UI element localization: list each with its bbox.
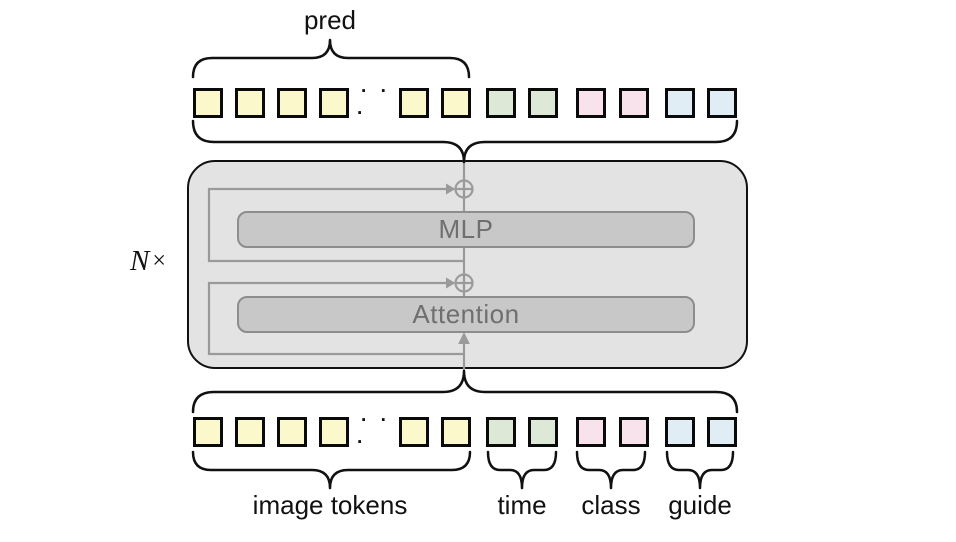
image-token xyxy=(399,417,429,447)
attention-label: Attention xyxy=(412,299,520,329)
image-token xyxy=(277,88,307,118)
guide-label: guide xyxy=(668,490,732,520)
image-token xyxy=(319,88,349,118)
guide-token xyxy=(707,417,737,447)
class-token xyxy=(576,417,606,447)
guide-token xyxy=(665,88,695,118)
guide-token xyxy=(707,88,737,118)
image-tokens-brace xyxy=(191,450,472,490)
repeat-count-label: N× xyxy=(130,245,166,278)
time-label: time xyxy=(497,490,547,520)
time-token xyxy=(528,88,558,118)
time-token xyxy=(486,417,516,447)
output-token-row: · · · xyxy=(0,81,956,124)
image-token xyxy=(277,417,307,447)
mlp-block: MLP xyxy=(237,211,695,248)
time-brace xyxy=(486,450,558,490)
guide-brace xyxy=(665,450,735,490)
times-icon: × xyxy=(152,248,166,274)
pred-label: pred xyxy=(303,5,357,35)
pred-brace xyxy=(191,38,471,79)
image-token xyxy=(399,88,429,118)
attention-block: Attention xyxy=(237,296,695,333)
repeat-n: N xyxy=(130,245,150,277)
image-token xyxy=(193,88,223,118)
transformer-block-box xyxy=(187,160,748,369)
time-token xyxy=(528,417,558,447)
time-token xyxy=(486,88,516,118)
input-token-row: · · · xyxy=(0,410,956,453)
image-token xyxy=(193,417,223,447)
input-gather-brace xyxy=(191,369,739,414)
class-token xyxy=(576,88,606,118)
ellipsis: · · · xyxy=(357,81,391,124)
class-label: class xyxy=(581,490,641,520)
ellipsis: · · · xyxy=(357,410,391,453)
guide-token xyxy=(665,417,695,447)
image-token xyxy=(235,88,265,118)
image-token xyxy=(441,417,471,447)
image-token xyxy=(319,417,349,447)
image-token xyxy=(235,417,265,447)
class-token xyxy=(619,417,649,447)
output-gather-brace xyxy=(191,119,739,164)
image-token xyxy=(441,88,471,118)
class-brace xyxy=(575,450,647,490)
mlp-label: MLP xyxy=(438,214,494,244)
image-tokens-label: image tokens xyxy=(252,490,408,520)
class-token xyxy=(619,88,649,118)
